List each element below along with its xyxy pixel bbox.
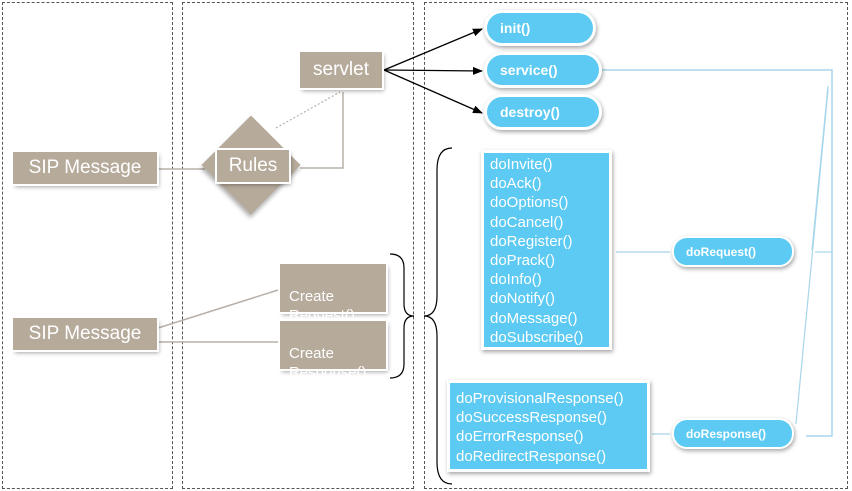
panel-container [182,2,414,489]
brace-create [389,253,415,379]
rules-box: Rules [215,148,291,184]
arrow-servlet-to-service [383,66,483,75]
panel-servlet-api [424,2,848,489]
request-method-item: doInvite() [490,156,553,173]
request-method-item: doInfo() [490,271,542,289]
do-response-label: doResponse() [686,426,767,441]
request-methods-box: doInvite() doAck() doOptions() doCancel(… [481,150,612,350]
do-request-label: doRequest() [686,244,756,259]
connector-rules-to-servlet-dotted [275,91,341,129]
response-method-item: doProvisionalResponse() [456,390,624,407]
destroy-label: destroy() [500,104,560,120]
do-request-method: doRequest() [672,236,794,267]
connector-sip-to-create-request [157,289,279,329]
request-method-item: doAck() [490,175,542,193]
connector-service-to-doresponse [795,89,829,425]
response-method-item: doRedirectResponse() [456,447,607,465]
sip-message-top-label: SIP Message [28,157,142,178]
request-method-item: doMessage() [490,309,578,327]
request-method-item: doSubscribe() [490,328,584,346]
request-method-item: doOptions() [490,194,569,212]
sip-message-bottom-label: SIP Message [28,323,142,344]
init-label: init() [500,20,531,36]
servlet-label: servlet [313,59,369,80]
create-response-box: Create Response() [278,319,388,381]
destroy-method: destroy() [484,94,602,130]
response-method-item: doErrorResponse() [456,428,584,446]
brace-methods [423,147,453,485]
connector-rules-to-servlet [300,92,344,169]
response-method-item: doSuccessResponse() [456,409,607,427]
create-response-label: Create Response() [289,345,367,381]
arrow-servlet-to-init [383,28,483,71]
request-method-item: doNotify() [490,290,556,308]
sip-message-bottom: SIP Message [11,316,159,352]
panel-network [2,2,173,489]
request-method-item: doPrack() [490,252,556,270]
request-method-item: doCancel() [490,213,564,231]
response-methods-box: doProvisionalResponse() doSuccessRespons… [447,380,650,472]
request-method-item: doRegister() [490,232,573,250]
create-request-box: Create Request() [278,262,388,324]
init-method: init() [484,10,596,46]
create-request-label: Create Request() [289,288,355,324]
servlet-box: servlet [298,50,384,90]
connector-service-right [602,69,833,437]
sip-message-top: SIP Message [11,150,159,186]
service-label: service() [500,62,558,78]
service-method: service() [484,52,602,88]
rules-label: Rules [228,155,278,176]
do-response-method: doResponse() [672,418,794,449]
arrow-servlet-to-destroy [383,69,483,114]
